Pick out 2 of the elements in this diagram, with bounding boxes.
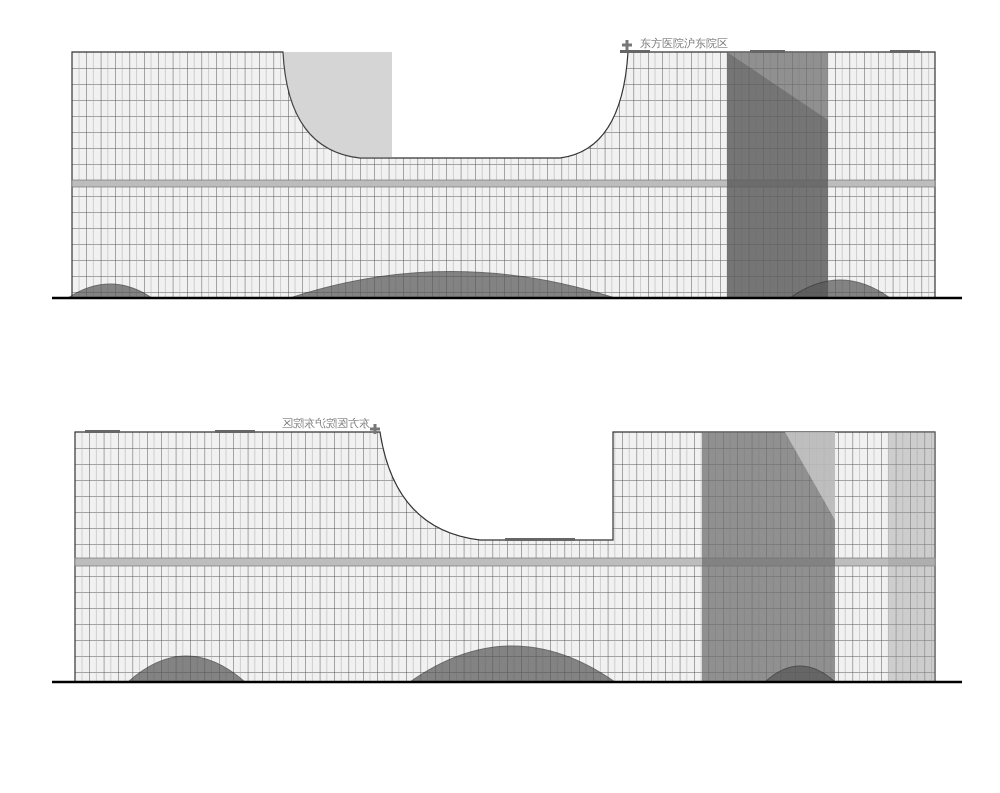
- building-sign-text: 东方医院沪东院区: [282, 418, 370, 429]
- building-sign-text: 东方医院沪东院区: [640, 38, 728, 49]
